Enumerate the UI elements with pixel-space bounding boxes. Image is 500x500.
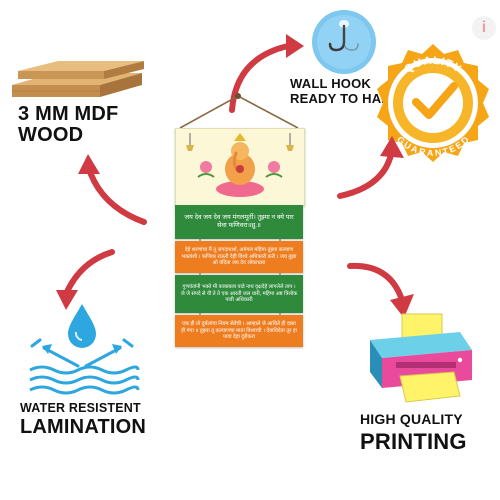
mdf-line2: WOOD: [18, 124, 84, 146]
brand-letter: i: [481, 19, 487, 36]
curved-arrow-icon: [85, 163, 147, 225]
aarti-strip-2: देहे शरणांचा मैं तू जगदाधार्श, अमंगल महि…: [175, 241, 303, 273]
wall-hook-icon: [312, 10, 376, 74]
curved-arrow-icon: [229, 43, 291, 113]
print-line2: PRINTING: [360, 428, 467, 454]
deity-panel: [175, 128, 305, 206]
mdf-label: 3 MM MDF WOOD: [18, 104, 118, 146]
printer-icon: [370, 313, 472, 403]
brand-logo: i: [472, 16, 496, 40]
mdf-line1: 3 MM MDF: [18, 103, 119, 125]
water-line2: LAMINATION: [20, 416, 147, 439]
curved-arrow-icon: [63, 249, 115, 297]
aarti-strip-3: गुणवंतांनी भक्ते मी काबाबला याडे नाथ वृक…: [175, 275, 303, 313]
hook-line2: READY TO HANG: [290, 90, 402, 106]
quality-badge-icon: QUALITY GUARANTEED: [377, 44, 489, 162]
curved-arrow-icon: [337, 147, 395, 199]
aarti-text-3: गुणवंतांनी भक्ते मी काबाबला याडे नाथ वृक…: [180, 284, 298, 304]
print-label: HIGH QUALITY PRINTING: [360, 412, 467, 453]
water-drop-icon: [29, 304, 140, 395]
mdf-wood-icon: [12, 61, 144, 97]
ganesha-illustration: [186, 133, 294, 197]
curved-arrow-icon: [347, 262, 405, 303]
aarti-text-2: देहे शरणांचा मैं तू जगदाधार्श, अमंगल महि…: [181, 247, 297, 267]
hook-line1: WALL HOOK: [290, 76, 371, 91]
water-line1: WATER RESISTENT: [20, 401, 141, 415]
water-label: WATER RESISTENT LAMINATION: [20, 401, 147, 439]
aarti-text-4: एक ही तो दुर्बलांचा नियम सेवेची । आम्हाल…: [181, 321, 297, 341]
aarti-strip-4: एक ही तो दुर्बलांचा नियम सेवेची । आम्हाल…: [175, 315, 303, 347]
aarti-text-1: जय देव जय देव जय मंगलमूर्ती। तुझ्या न क्…: [184, 214, 294, 229]
print-line1: HIGH QUALITY: [360, 411, 463, 427]
wall-hook-label: WALL HOOK READY TO HANG: [290, 76, 402, 107]
aarti-strip-1: जय देव जय देव जय मंगलमूर्ती। तुझ्या न क्…: [175, 205, 303, 239]
